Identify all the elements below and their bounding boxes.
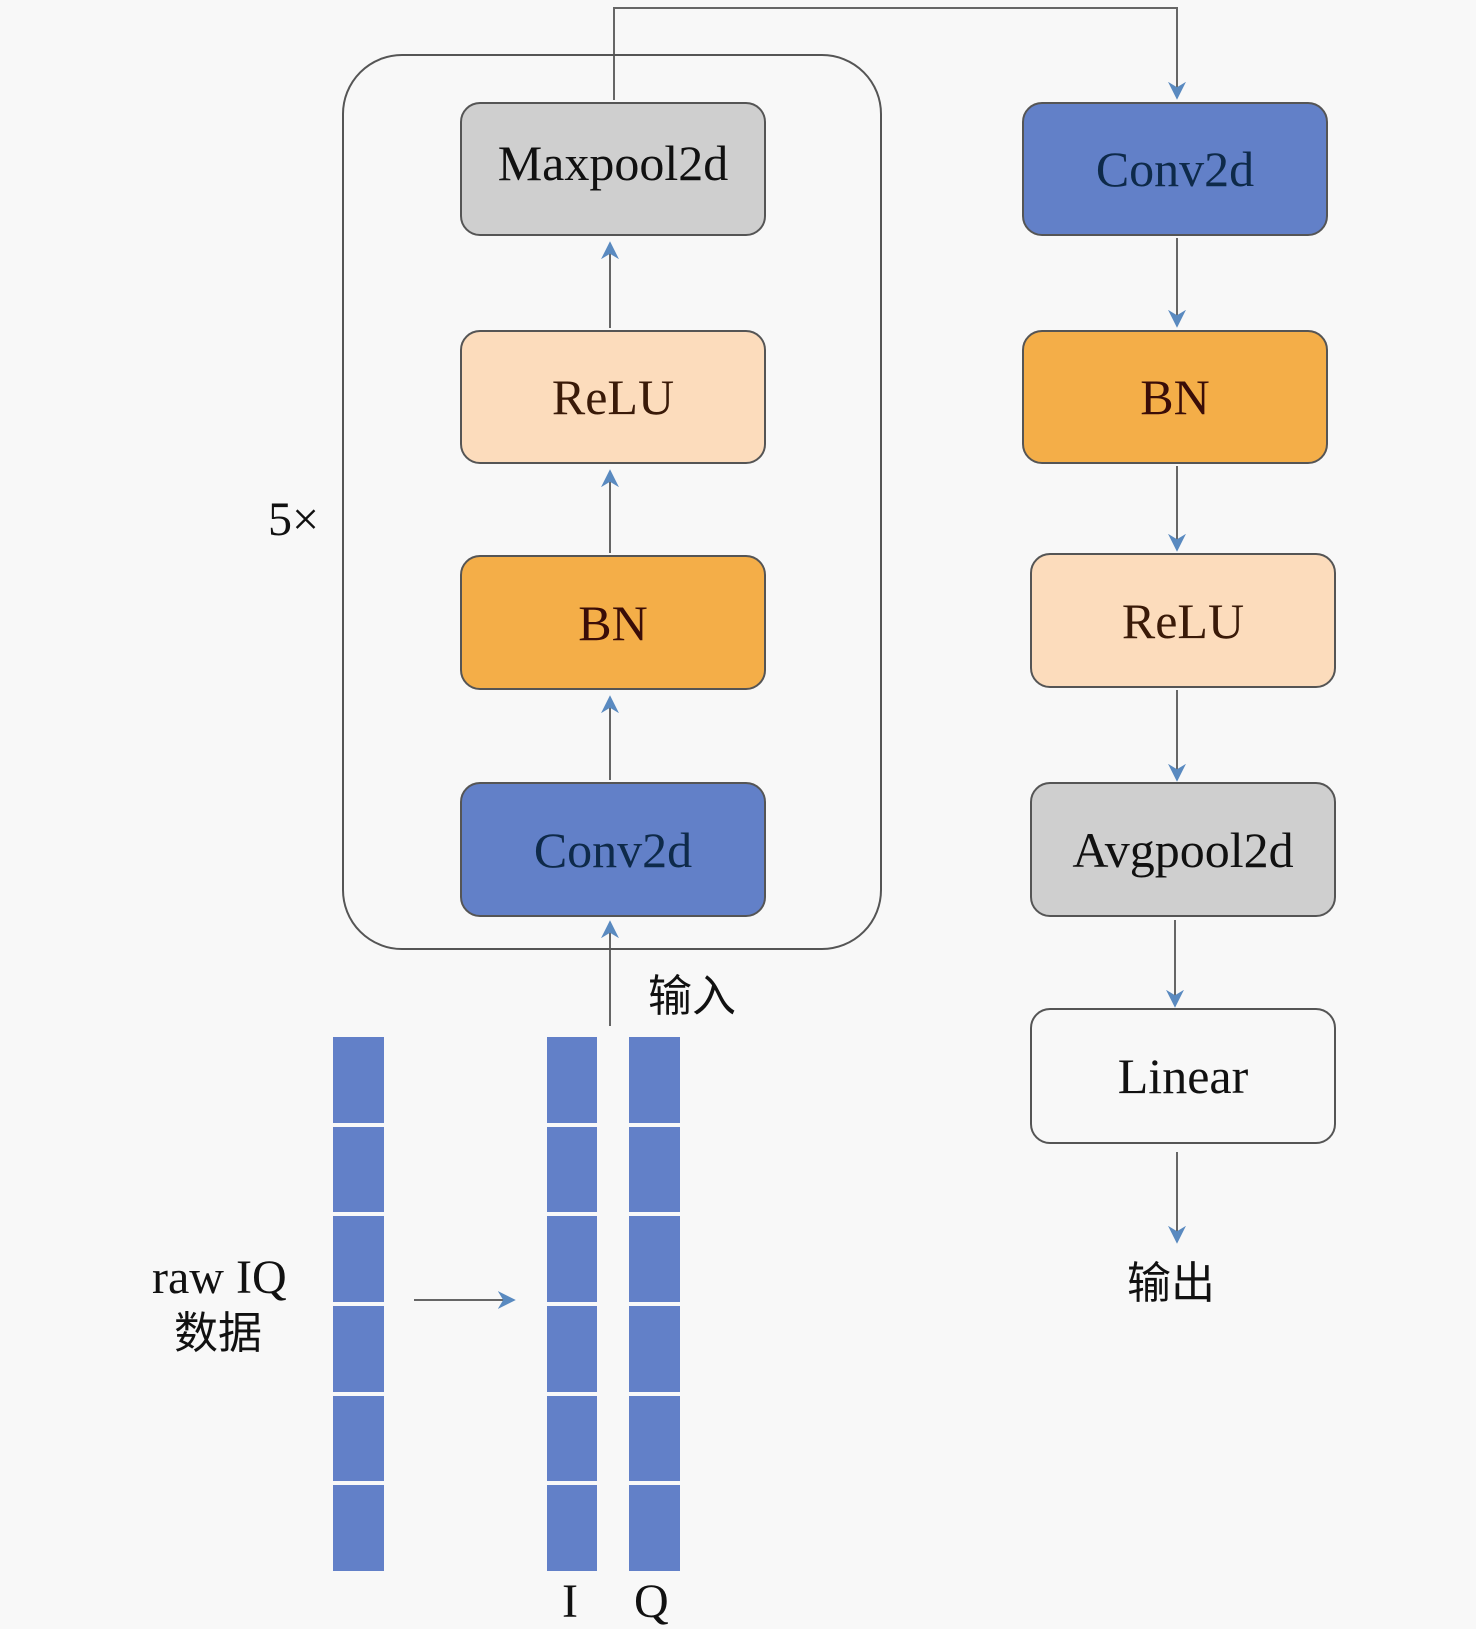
raw-data-label: 数据 xyxy=(174,1308,262,1359)
strip-segment xyxy=(547,1485,597,1571)
strip-segment xyxy=(629,1485,680,1571)
strip-segment xyxy=(547,1126,597,1213)
repeat-block-container xyxy=(342,54,882,950)
q-channel-label: Q xyxy=(634,1575,669,1628)
avgpool2d-label: Avgpool2d xyxy=(1072,821,1294,878)
i-channel-label: I xyxy=(562,1575,578,1628)
bn-layer: BN xyxy=(460,555,766,690)
conv2d-layer: Conv2d xyxy=(460,782,766,917)
strip-segment xyxy=(547,1395,597,1482)
repeat-count-label: 5× xyxy=(268,493,320,546)
maxpool2d-layer: Maxpool2d xyxy=(460,102,766,236)
strip-segment xyxy=(629,1306,680,1392)
output-label: 输出 xyxy=(1127,1258,1215,1309)
head-relu-label: ReLU xyxy=(1121,592,1245,649)
strip-segment xyxy=(333,1216,384,1302)
head-conv2d-label: Conv2d xyxy=(1095,141,1255,197)
input-label: 输入 xyxy=(648,971,736,1022)
raw-iq-strip xyxy=(333,1037,384,1571)
head-relu-layer: ReLU xyxy=(1030,553,1336,688)
head-bn-label: BN xyxy=(1140,369,1210,425)
strip-segment xyxy=(333,1037,384,1123)
avgpool2d-layer: Avgpool2d xyxy=(1030,782,1336,917)
relu-layer: ReLU xyxy=(460,330,766,464)
strip-segment xyxy=(333,1306,384,1392)
bn-label: BN xyxy=(578,594,648,651)
q-channel-strip xyxy=(629,1037,680,1571)
strip-segment xyxy=(333,1395,384,1482)
maxpool2d-label: Maxpool2d xyxy=(497,135,729,191)
strip-segment xyxy=(629,1126,680,1213)
strip-segment xyxy=(333,1126,384,1213)
relu-label: ReLU xyxy=(551,369,675,425)
head-bn-layer: BN xyxy=(1022,330,1328,464)
raw-iq-label: raw IQ xyxy=(152,1251,287,1304)
strip-segment xyxy=(629,1395,680,1482)
strip-segment xyxy=(547,1306,597,1392)
linear-layer: Linear xyxy=(1030,1008,1336,1144)
head-conv2d-layer: Conv2d xyxy=(1022,102,1328,236)
strip-segment xyxy=(333,1485,384,1571)
strip-segment xyxy=(547,1216,597,1302)
strip-segment xyxy=(629,1037,680,1123)
linear-label: Linear xyxy=(1117,1048,1249,1104)
strip-segment xyxy=(547,1037,597,1123)
conv2d-label: Conv2d xyxy=(533,821,693,878)
strip-segment xyxy=(629,1216,680,1302)
i-channel-strip xyxy=(547,1037,597,1571)
